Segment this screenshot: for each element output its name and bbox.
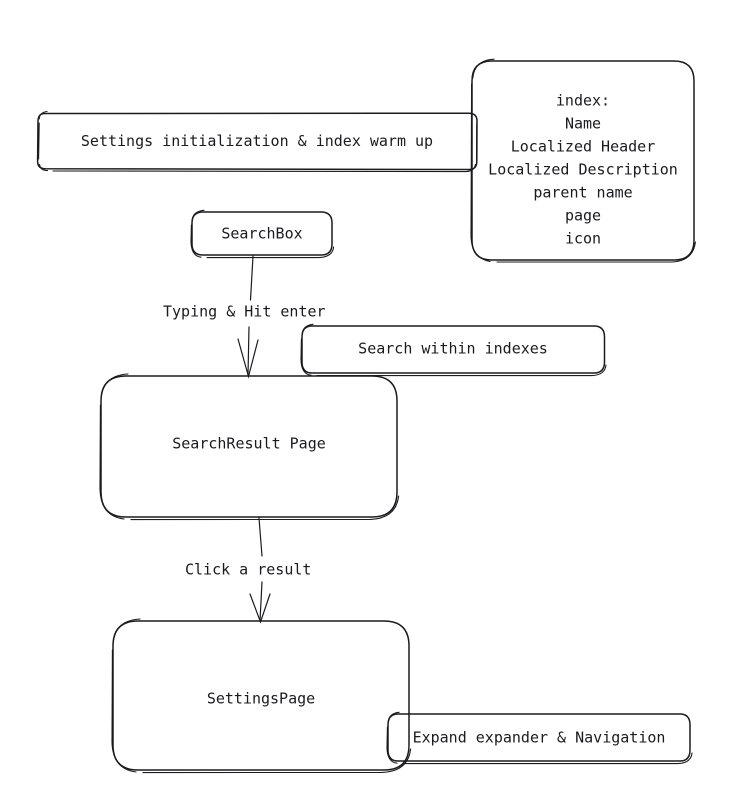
edge-arrowhead-click [249,593,271,624]
index-line-1: Name [565,115,601,133]
node-label-search-box: SearchBox [221,225,302,243]
node-label-search-within-indexes: Search within indexes [358,340,548,358]
index-line-3: Localized Description [488,161,678,179]
node-shape-index-schema-sketch [470,58,696,263]
node-shape-search-within-indexes-sketch [300,323,607,377]
index-line-5: page [565,207,601,225]
node-search-result-page[interactable]: SearchResult Page [99,373,400,521]
node-search-box[interactable]: SearchBox [190,209,335,259]
edge-line-lower-typing [247,326,250,376]
node-shape-settings-init-sketch [38,110,478,173]
node-search-within-indexes[interactable]: Search within indexes [300,323,607,377]
edge-label-typing-hit-enter: Typing & Hit enter [163,303,326,321]
edge-line-upper-click [258,517,263,557]
index-line-4: parent name [533,184,632,202]
node-settings-page[interactable]: SettingsPage [111,618,412,774]
index-line-2: Localized Header [511,138,656,156]
node-settings-initialization[interactable]: Settings initialization & index warm up [36,110,478,173]
node-label-search-result-page: SearchResult Page [172,435,326,453]
node-shape-expand-navigation-sketch [386,711,693,765]
edge-click-a-result: Click a result [185,517,311,624]
node-label-settings-page: SettingsPage [207,690,315,708]
edge-line-upper-typing [249,255,254,301]
node-label-expand-navigation: Expand expander & Navigation [413,729,666,747]
node-label-settings-init: Settings initialization & index warm up [81,132,433,150]
node-index-schema[interactable]: index: Name Localized Header Localized D… [470,58,696,263]
node-shape-search-box-sketch [190,209,335,259]
index-line-0: index: [556,92,610,110]
node-shape-search-result-page-sketch [99,373,400,521]
edge-label-click-a-result: Click a result [185,561,311,579]
node-shape-settings-page-sketch [111,618,412,774]
index-line-6: icon [565,230,601,248]
node-shape-index-schema [471,60,695,261]
node-expand-navigation[interactable]: Expand expander & Navigation [386,711,693,765]
edge-line-lower-click [259,581,263,622]
node-shape-settings-init [36,112,478,171]
